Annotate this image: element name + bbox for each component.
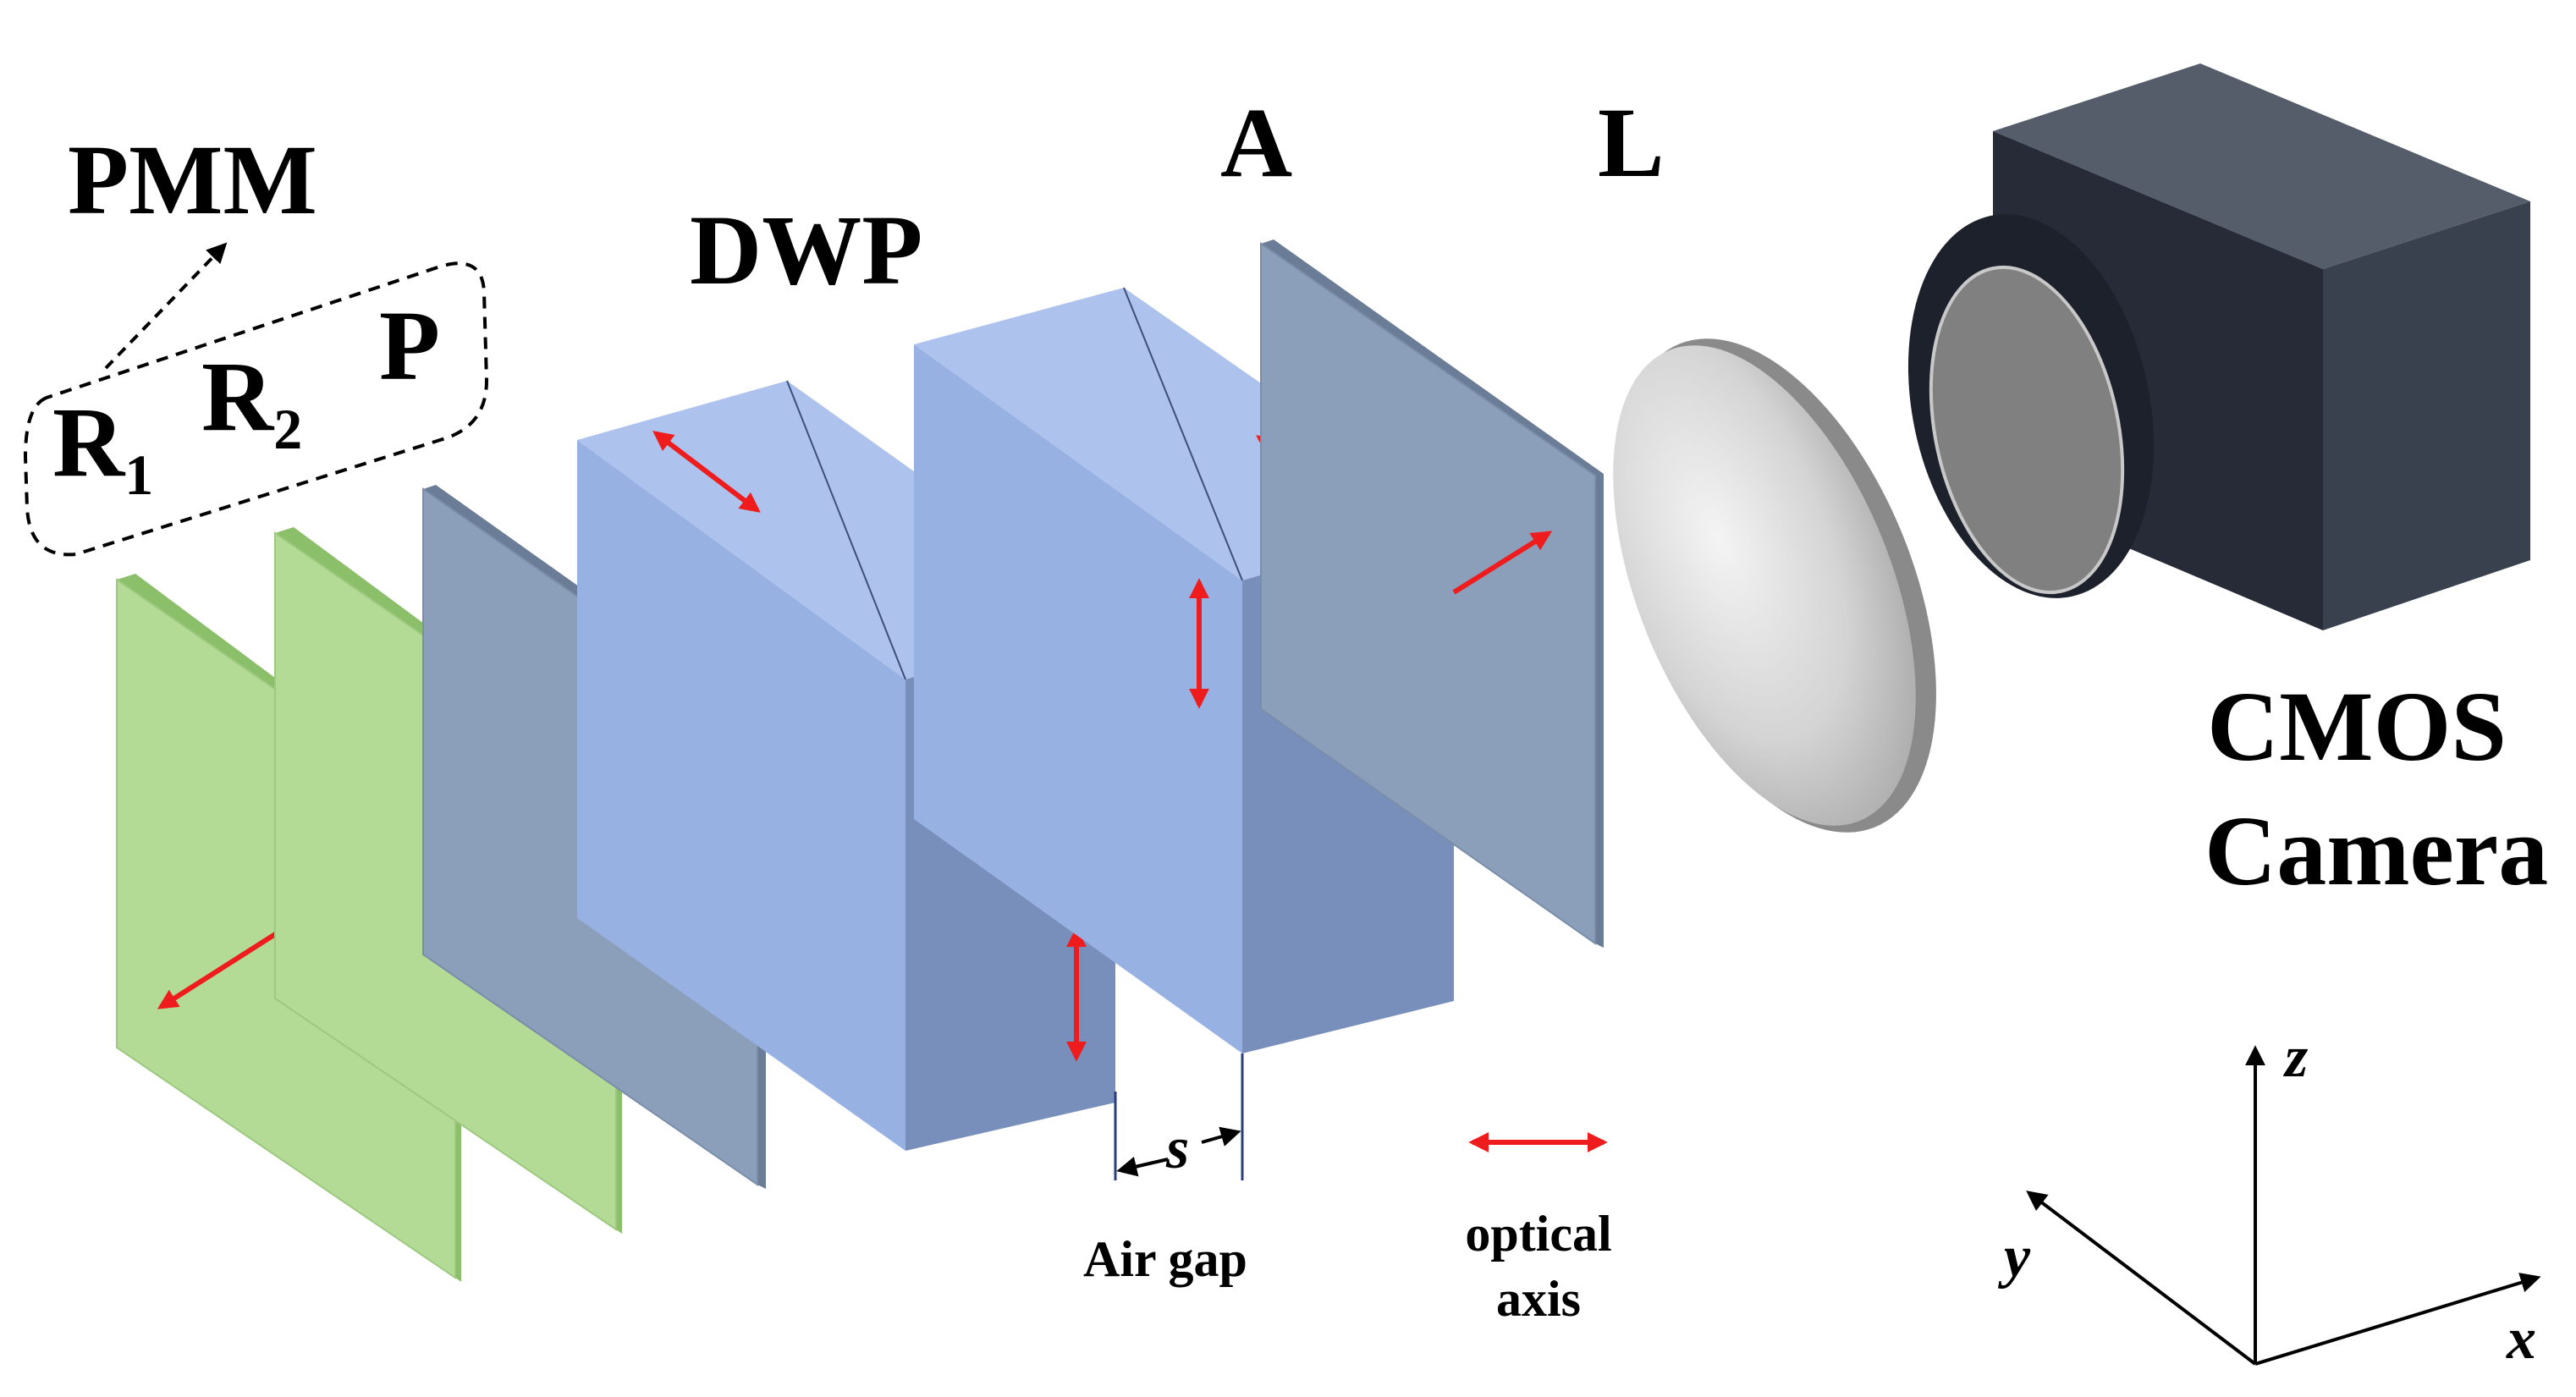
prism1-front-face bbox=[577, 440, 905, 1151]
gap-arrow-left bbox=[1116, 1156, 1169, 1177]
prism2-diagonal-top bbox=[1123, 287, 1243, 581]
pmm-group bbox=[23, 242, 489, 557]
r2-label: R2 bbox=[201, 341, 302, 461]
pmm-label: PMM bbox=[68, 124, 317, 235]
y-axis bbox=[2026, 1191, 2257, 1366]
y-axis-label: y bbox=[1998, 1224, 2031, 1290]
pmm-dashed-outline bbox=[23, 261, 489, 557]
prism1-diagonal-top bbox=[786, 380, 906, 680]
lens-face bbox=[1613, 345, 1916, 826]
dwp-label: DWP bbox=[690, 195, 922, 305]
prism1-optical-axis-arrow-top bbox=[652, 431, 761, 513]
gap-s-label: s bbox=[1165, 1116, 1189, 1181]
r1-label: R1 bbox=[52, 387, 153, 507]
coordinate-axes: z x y bbox=[1998, 1025, 2541, 1372]
cmos-camera bbox=[1907, 63, 2530, 630]
z-axis-label: z bbox=[2283, 1025, 2308, 1090]
camera-lens-glass bbox=[1929, 265, 2125, 595]
gap-arrow-right bbox=[1201, 1126, 1241, 1147]
legend-axis-label: axis bbox=[1496, 1271, 1581, 1327]
air-gap-indicator: s Air gap bbox=[1083, 1053, 1247, 1287]
lens-l bbox=[1613, 338, 1936, 833]
optical-axis-legend: optical axis bbox=[1465, 1132, 1612, 1327]
output-plate-axis-arrow bbox=[1452, 531, 1553, 595]
cmos-label: CMOS bbox=[2207, 671, 2507, 782]
air-gap-label: Air gap bbox=[1083, 1231, 1247, 1287]
x-axis bbox=[2254, 1273, 2541, 1366]
l-label: L bbox=[1598, 87, 1665, 198]
x-axis-label: x bbox=[2506, 1306, 2536, 1372]
prism2-front-face bbox=[914, 344, 1242, 1053]
legend-optical-label: optical bbox=[1465, 1206, 1611, 1262]
p-label: P bbox=[379, 290, 440, 401]
camera-side-face bbox=[2323, 201, 2530, 630]
camera-label: Camera bbox=[2204, 795, 2548, 906]
a-label: A bbox=[1220, 87, 1292, 198]
camera-top-face bbox=[1993, 63, 2530, 269]
output-plate bbox=[1260, 239, 1604, 948]
